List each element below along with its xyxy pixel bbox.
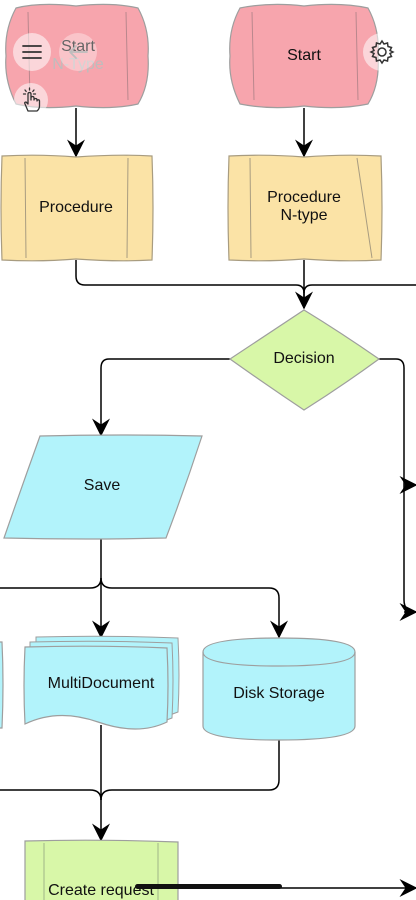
node-procedure-label: Procedure bbox=[39, 199, 113, 216]
back-arrow-icon bbox=[69, 45, 88, 59]
node-procedure-ntype-label-2: N-type bbox=[280, 207, 327, 224]
menu-button[interactable] bbox=[13, 33, 51, 71]
edges bbox=[0, 108, 416, 897]
node-procedure-ntype-side-lines bbox=[249, 157, 373, 259]
node-decision[interactable]: Decision bbox=[228, 309, 381, 411]
back-button[interactable] bbox=[59, 33, 97, 71]
node-decision-label: Decision bbox=[273, 350, 334, 367]
node-save-label: Save bbox=[84, 477, 121, 494]
edge-left-merge[interactable] bbox=[0, 789, 102, 801]
node-disk-storage-label: Disk Storage bbox=[233, 685, 325, 702]
node-start-shape bbox=[229, 3, 379, 109]
gear-icon bbox=[369, 39, 395, 65]
hand-pointer-icon bbox=[22, 87, 41, 112]
node-multidocument[interactable]: MultiDocument bbox=[23, 635, 180, 730]
node-start-label: Start bbox=[287, 47, 321, 64]
node-procedure-ntype[interactable]: Procedure N-type bbox=[227, 154, 383, 262]
settings-button[interactable] bbox=[363, 33, 401, 71]
node-disk-storage-top-rim bbox=[202, 651, 356, 667]
edge-save-to-disk-storage[interactable] bbox=[100, 577, 288, 639]
hamburger-menu-icon bbox=[22, 45, 42, 59]
node-start-ntype-label-1: Start bbox=[61, 38, 95, 55]
node-save[interactable]: Save bbox=[3, 434, 203, 540]
edge-save-left-branch[interactable] bbox=[0, 577, 102, 589]
node-procedure-side-lines bbox=[24, 157, 129, 259]
node-start-ntype-label-2: N-Type bbox=[52, 56, 104, 73]
node-offscreen-left[interactable] bbox=[0, 641, 4, 729]
node-procedure-ntype-label-1: Procedure bbox=[267, 189, 341, 206]
home-indicator bbox=[135, 884, 282, 889]
node-offscreen-left-shape bbox=[0, 641, 4, 729]
edge-disk-storage-merge[interactable] bbox=[100, 740, 280, 801]
edge-procedure-to-decision[interactable] bbox=[75, 260, 313, 310]
node-procedure-shape bbox=[0, 154, 154, 262]
edge-right-offscreen-in bbox=[303, 284, 416, 294]
node-disk-storage[interactable]: Disk Storage bbox=[202, 637, 356, 741]
node-save-shape bbox=[3, 434, 203, 540]
node-start-ntype-shape bbox=[5, 3, 149, 109]
node-decision-shape bbox=[228, 309, 381, 411]
node-create-request-side-lines bbox=[43, 843, 159, 900]
node-start-side-lines bbox=[251, 11, 359, 101]
edge-decision-to-save[interactable] bbox=[92, 358, 230, 437]
node-create-request[interactable]: Create request bbox=[24, 839, 179, 900]
node-start[interactable]: Start bbox=[229, 3, 379, 109]
node-procedure[interactable]: Procedure bbox=[0, 154, 154, 262]
node-start-ntype[interactable]: Start N-Type bbox=[5, 3, 149, 109]
node-create-request-label: Create request bbox=[48, 882, 154, 899]
node-multidocument-shape bbox=[23, 645, 169, 730]
node-procedure-ntype-shape bbox=[227, 154, 383, 262]
node-multidocument-label: MultiDocument bbox=[48, 675, 155, 692]
select-tool-button[interactable] bbox=[14, 83, 48, 117]
node-disk-storage-shape bbox=[202, 637, 356, 741]
